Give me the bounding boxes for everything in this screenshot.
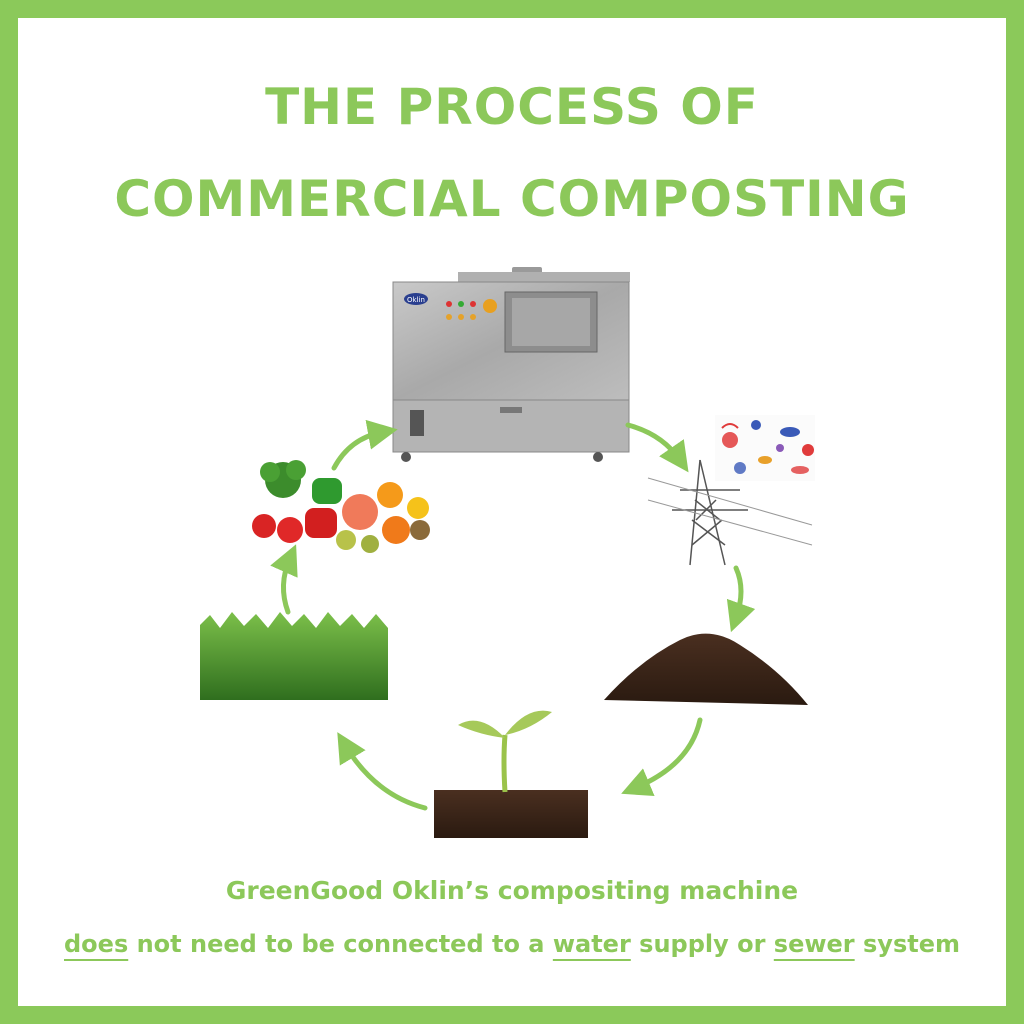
caption-word-sewer: sewer	[773, 930, 855, 958]
compost-soil-image	[604, 633, 808, 705]
power-tower-image	[647, 459, 813, 566]
seedling-image	[434, 710, 588, 838]
caption-text-3: system	[854, 930, 960, 958]
arrow-soil-to-seedling	[621, 717, 703, 797]
grass-image	[200, 612, 388, 700]
arrow-tower-to-soil	[726, 565, 756, 633]
arrow-grass-to-fruits	[270, 544, 298, 615]
caption-text-1: not need to be connected to a	[128, 930, 553, 958]
title-line-2: COMMERCIAL COMPOSTING	[114, 170, 910, 228]
caption-text-2: supply or	[630, 930, 774, 958]
caption-line-2: does not need to be connected to a water…	[0, 930, 1024, 958]
machine-buttons	[446, 299, 497, 320]
machine-logo	[404, 293, 428, 305]
white-panel	[18, 18, 1006, 1006]
caption-word-does: does	[64, 930, 129, 958]
microbes-image	[715, 415, 815, 481]
cycle-arrows	[270, 419, 756, 811]
arrow-machine-to-microbes	[625, 422, 689, 473]
title-line-1: THE PROCESS OF	[265, 78, 759, 136]
composting-machine: Oklin	[392, 267, 630, 462]
fruits-vegetables-image	[252, 460, 430, 553]
machine-logo-text: Oklin	[407, 296, 425, 304]
caption-line-1: GreenGood Oklin’s compositing machine	[225, 876, 799, 905]
arrow-seedling-to-grass	[337, 732, 428, 811]
caption-word-water: water	[552, 930, 631, 958]
arrow-fruits-to-machine	[331, 419, 398, 471]
